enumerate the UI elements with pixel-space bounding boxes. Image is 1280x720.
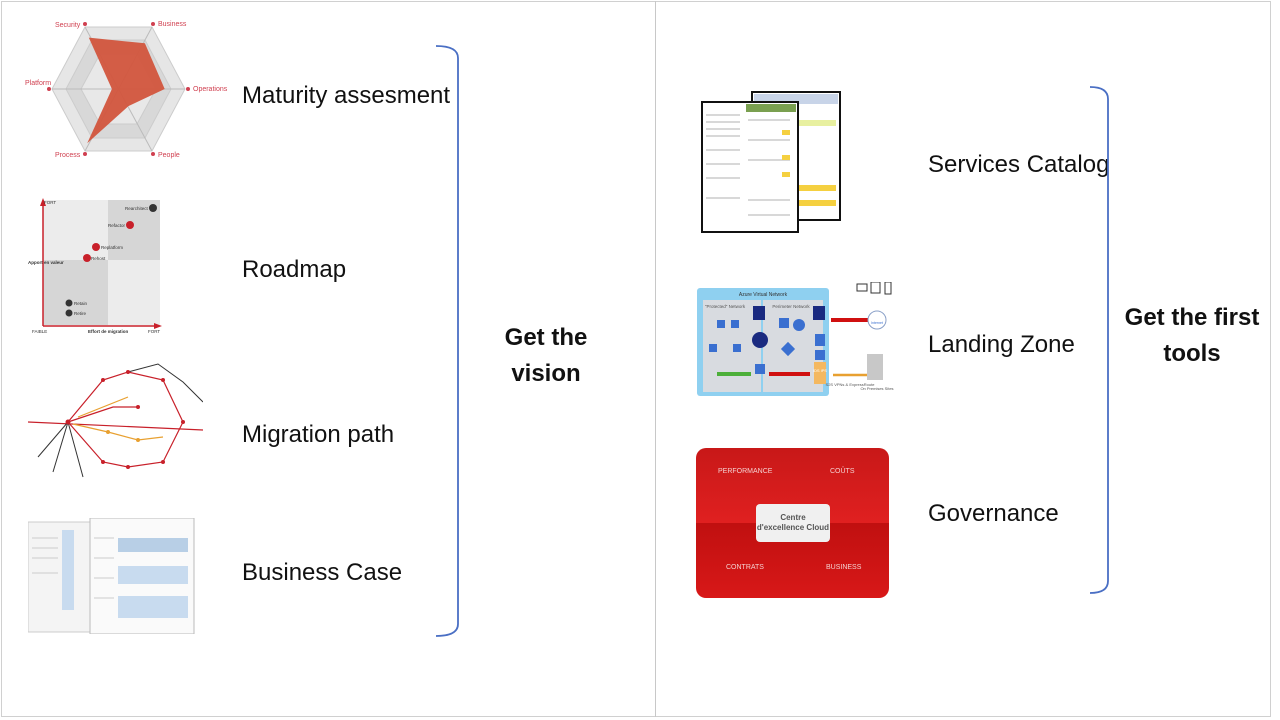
summary-tools: Get the first tools xyxy=(1124,304,1260,367)
item-label-roadmap: Roadmap xyxy=(242,256,347,283)
governance-performance: PERFORMANCE xyxy=(718,468,773,475)
internet-label: Internet xyxy=(871,321,883,325)
x-axis-label: Effort de migration xyxy=(88,329,129,334)
column-divider xyxy=(655,1,656,717)
roadmap-matrix-thumbnail: FORT Apport en valeur FAIBLE Effort de m… xyxy=(28,198,162,334)
migration-path-thumbnail xyxy=(28,363,203,478)
radar-label: People xyxy=(158,152,180,159)
landing-zone-thumbnail: Azure Virtual Network "Protected" Networ… xyxy=(697,282,894,396)
onprem-label: On Premises Sites xyxy=(860,386,893,391)
maturity-radar-thumbnail: Security Business Operations People Proc… xyxy=(25,21,228,159)
governance-costs: COÛTS xyxy=(830,468,855,475)
point-label: Refactor xyxy=(108,223,126,228)
radar-label: Platform xyxy=(25,80,51,87)
radar-label: Process xyxy=(55,152,81,159)
item-label-migration: Migration path xyxy=(242,421,395,448)
perimeter-network-label: Perimeter Network xyxy=(772,304,810,309)
point-label: Rehost xyxy=(91,256,106,261)
item-label-landing-zone: Landing Zone xyxy=(928,331,1075,358)
azure-vnet-title: Azure Virtual Network xyxy=(739,292,788,298)
governance-business: BUSINESS xyxy=(826,564,862,571)
radar-label: Security xyxy=(55,22,81,29)
summary-vision: Get the vision xyxy=(504,324,588,387)
point-label: Retire xyxy=(74,311,87,316)
item-label-services-catalog: Services Catalog xyxy=(928,151,1110,178)
y-axis-label: Apport en valeur xyxy=(28,260,64,265)
radar-label: Business xyxy=(158,21,187,28)
radar-area xyxy=(87,37,165,144)
axis-high-x: FORT xyxy=(148,329,160,334)
vpn-label: S2S VPNs & ExpressRoute xyxy=(826,382,876,387)
point-label: Rearchitect xyxy=(125,206,149,211)
bracket-left xyxy=(435,45,459,637)
protected-network-label: "Protected" Network xyxy=(705,304,746,309)
governance-contracts: CONTRATS xyxy=(726,564,764,571)
governance-center: Centre d'excellence Cloud xyxy=(756,504,830,542)
bracket-right xyxy=(1089,86,1109,594)
services-catalog-thumbnail xyxy=(701,91,841,233)
axis-high-y: FORT xyxy=(44,200,56,205)
business-case-thumbnail xyxy=(28,518,195,634)
ids-ips-label: IDS IPS xyxy=(813,368,828,373)
item-label-governance: Governance xyxy=(928,500,1059,527)
governance-thumbnail: PERFORMANCE COÛTS Centre d'excellence Cl… xyxy=(696,448,889,598)
radar-label: Operations xyxy=(193,86,228,93)
point-label: Retain xyxy=(74,301,88,306)
item-label-business-case: Business Case xyxy=(242,559,403,586)
axis-low: FAIBLE xyxy=(32,329,47,334)
point-label: Replatform xyxy=(101,245,123,250)
item-label-maturity: Maturity assesment xyxy=(242,82,451,109)
